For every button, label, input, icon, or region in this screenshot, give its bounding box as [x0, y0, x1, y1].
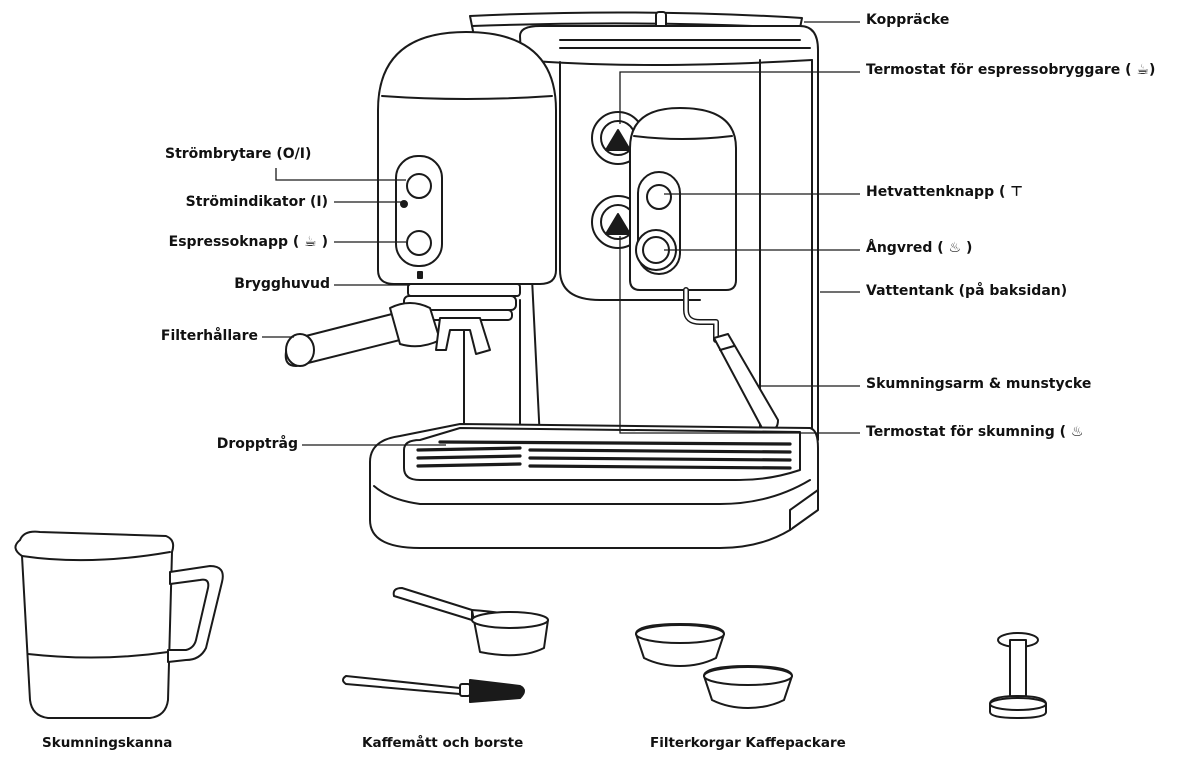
cup-icon: ☕ [1136, 62, 1150, 78]
label-brew-head: Brygghuvud [234, 276, 330, 292]
label-hot-water-button: Hetvattenknapp ( ⊤ [866, 184, 1023, 200]
label-frothing-thermostat: Termostat för skumning ( ♨ [866, 424, 1083, 440]
caption-frothing-pitcher: Skumningskanna [42, 735, 173, 751]
label-power-indicator: Strömindikator (I) [185, 194, 328, 210]
label-drip-tray: Dropptråg [216, 436, 298, 452]
caption-scoop-and-brush: Kaffemått och borste [362, 735, 524, 751]
coffee-scoop [392, 587, 549, 657]
label-portafilter: Filterhållare [160, 328, 258, 344]
label-frothing-arm: Skumningsarm & munstycke [866, 376, 1092, 392]
label-water-tank: Vattentank (på baksidan) [866, 283, 1068, 299]
hot-water-icon: ⊤ [1010, 184, 1024, 200]
cleaning-brush [342, 675, 525, 703]
label-steam-knob: Ångvred ( ♨ ) [866, 240, 973, 256]
label-espresso-button: Espressoknapp ( ☕ ) [168, 234, 328, 250]
steam-dome [629, 107, 737, 291]
steam-icon: ♨ [1070, 424, 1084, 440]
main-dome [377, 31, 557, 285]
cup-icon: ☕ [304, 234, 317, 250]
label-espresso-thermostat: Termostat för espressobryggare ( ☕) [866, 62, 1156, 78]
label-frothing-thermostat-text: Termostat för skumning ( [866, 424, 1067, 440]
frothing-pitcher [14, 530, 224, 719]
leader-lines [262, 21, 860, 446]
label-espresso-thermostat-text: Termostat för espressobryggare ( [866, 62, 1132, 78]
label-power-switch: Strömbrytare (O/I) [165, 146, 312, 162]
drip-tray-grate [416, 440, 792, 470]
label-espresso-button-text: Espressoknapp ( [168, 234, 300, 250]
label-cup-rack: Koppräcke [866, 12, 950, 28]
brew-head [403, 283, 521, 321]
label-hot-water-button-text: Hetvattenknapp ( [866, 184, 1006, 200]
filter-baskets [635, 623, 793, 709]
coffee-tamper [989, 632, 1047, 719]
steam-icon: ♨ [948, 240, 962, 256]
caption-filter-baskets-tamper: Filterkorgar Kaffepackare [650, 735, 846, 751]
label-steam-knob-text: Ångvred ( [866, 240, 944, 256]
portafilter [284, 302, 491, 367]
